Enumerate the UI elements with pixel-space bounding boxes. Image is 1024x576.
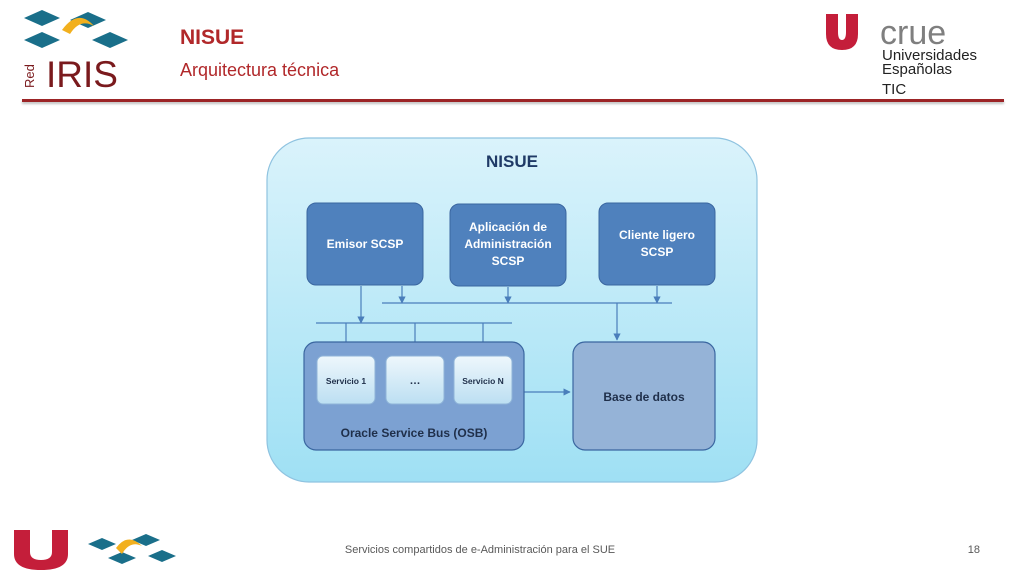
aplicacion-line1: Aplicación de — [469, 220, 547, 234]
base-datos-label: Base de datos — [603, 390, 685, 404]
logo-diamond-tl — [24, 10, 60, 26]
servicio-1-label: Servicio 1 — [326, 376, 366, 386]
header-divider — [22, 99, 1004, 102]
logo-swoosh-yellow — [62, 17, 94, 34]
crue-line3: TIC — [882, 81, 906, 98]
logo-diamond-bl — [24, 32, 60, 48]
aplicacion-line3: SCSP — [492, 254, 525, 268]
osb-label: Oracle Service Bus (OSB) — [341, 426, 488, 440]
page-number: 18 — [967, 544, 980, 556]
servicio-1-box: Servicio 1 — [316, 355, 376, 405]
crue-line1: Universidades — [882, 47, 977, 64]
logo-diamond-br — [92, 32, 128, 48]
crue-line2: Españolas — [882, 61, 952, 78]
footer-rediris-icon — [88, 534, 176, 564]
emisor-scsp-box: Emisor SCSP — [306, 202, 424, 286]
base-datos-box: Base de datos — [572, 341, 716, 451]
nisue-container-title: NISUE — [486, 152, 538, 171]
aplicacion-administracion-box: Aplicación de Administración SCSP — [449, 203, 567, 287]
crue-brand: crue — [880, 14, 946, 52]
logo-prefix: Red — [22, 64, 37, 88]
cliente-ligero-box: Cliente ligero SCSP — [598, 202, 716, 286]
aplicacion-line2: Administración — [464, 237, 551, 251]
page-subtitle: Arquitectura técnica — [180, 60, 340, 80]
emisor-scsp-label: Emisor SCSP — [327, 237, 404, 251]
footer-crue-icon — [14, 530, 68, 570]
architecture-diagram: NISUE Emisor SCSP Aplicación de Administ… — [266, 137, 758, 483]
crue-logo: crue Universidades Españolas TIC — [826, 14, 977, 98]
rediris-logo: Red IRIS — [22, 10, 128, 92]
cliente-line1: Cliente ligero — [619, 228, 695, 242]
servicio-mid-box: … — [385, 355, 445, 405]
osb-box: Servicio 1 … Servicio N Oracle Service B… — [303, 341, 525, 451]
footer-logos — [14, 530, 176, 570]
crue-u-icon — [826, 14, 858, 50]
cliente-line2: SCSP — [641, 245, 674, 259]
connectors — [316, 286, 672, 396]
page-title: NISUE — [180, 26, 245, 49]
servicio-n-label: Servicio N — [462, 376, 504, 386]
footer-text: Servicios compartidos de e-Administració… — [344, 544, 616, 556]
servicio-mid-label: … — [410, 375, 421, 387]
logo-text: IRIS — [46, 54, 118, 92]
servicio-n-box: Servicio N — [453, 355, 513, 405]
